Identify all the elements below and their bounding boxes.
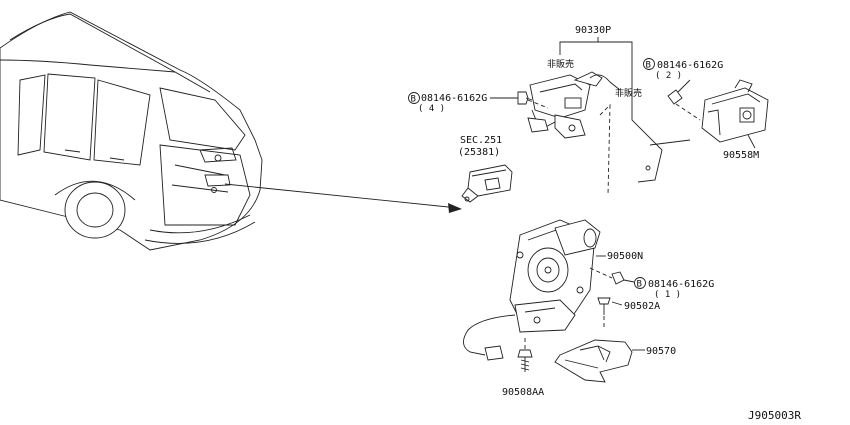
part-90570: 90570	[554, 339, 676, 383]
location-arrow	[224, 183, 462, 213]
label-bolt-2-part: 08146-6162G	[657, 60, 723, 71]
label-90500N: 90500N	[607, 251, 643, 262]
label-bolt-1-part: 08146-6162G	[648, 279, 714, 290]
bolt-callout-1: B 08146-6162G ( 1 )	[589, 267, 714, 300]
part-90502A: 90502A	[597, 297, 660, 330]
label-bolt-1-qty: ( 1 )	[654, 290, 681, 300]
part-90508AA: 90508AA	[502, 338, 544, 398]
bolt-callout-4: B 08146-6162G ( 4 )	[408, 91, 549, 114]
bolt-callout-2: B 08146-6162G ( 2 )	[643, 58, 723, 121]
vehicle-illustration	[0, 11, 263, 251]
label-bolt-2-qty: ( 2 )	[655, 71, 682, 81]
label-not-sold-b: 非販売	[615, 87, 642, 99]
label-90570: 90570	[646, 346, 676, 357]
bolt-marker-icon: B	[411, 95, 416, 105]
bolt-marker-icon: B	[646, 61, 651, 71]
label-90330P: 90330P	[575, 25, 611, 36]
label-90502A: 90502A	[624, 301, 660, 312]
part-sec-251: SEC.251 (25381)	[458, 135, 513, 203]
bolt-marker-icon: B	[637, 280, 642, 290]
label-90508AA: 90508AA	[502, 387, 544, 398]
part-90558M: 90558M	[701, 79, 769, 161]
label-bolt-4-qty: ( 4 )	[418, 104, 445, 114]
diagram-ref: J905003R	[748, 409, 801, 422]
label-not-sold-a: 非販売	[547, 58, 574, 70]
label-sec-ref: SEC.251	[460, 135, 502, 146]
label-bolt-4-part: 08146-6162G	[421, 93, 487, 104]
label-sec-sub: (25381)	[458, 147, 500, 158]
part-90500N: 90500N	[463, 219, 643, 361]
label-90558M: 90558M	[723, 150, 759, 161]
assembly-90330P: 90330P 非販売 非販売	[527, 25, 691, 196]
